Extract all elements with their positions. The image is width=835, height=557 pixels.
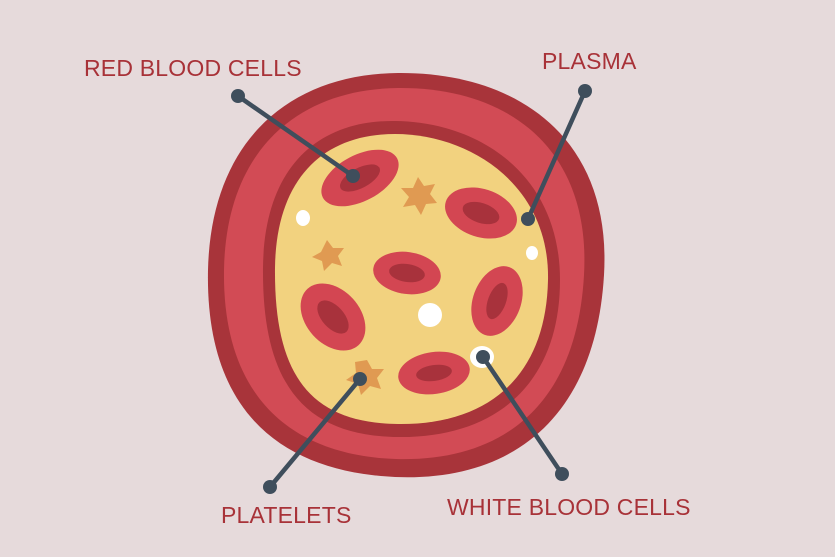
red-blood-cell: [398, 351, 470, 395]
red-blood-cell: [445, 187, 517, 239]
red-blood-cell: [321, 149, 399, 207]
pointer-platelets: [263, 372, 367, 494]
white-blood-cell: [418, 303, 442, 327]
red-blood-cell: [300, 283, 366, 351]
label-platelets: PLATELETS: [221, 502, 352, 528]
label-white-blood-cells: WHITE BLOOD CELLS: [447, 494, 691, 520]
label-red-blood-cells: RED BLOOD CELLS: [84, 55, 302, 81]
pointer-red-blood-cells: [231, 89, 360, 183]
pointer-plasma: [521, 84, 592, 226]
white-blood-cell: [296, 210, 310, 226]
platelet: [401, 177, 437, 215]
label-plasma: PLASMA: [542, 48, 637, 74]
red-blood-cell: [471, 266, 523, 336]
platelet: [312, 240, 344, 271]
pointer-white-blood-cells: [476, 350, 569, 481]
red-blood-cell: [373, 251, 441, 295]
white-blood-cell: [526, 246, 538, 260]
